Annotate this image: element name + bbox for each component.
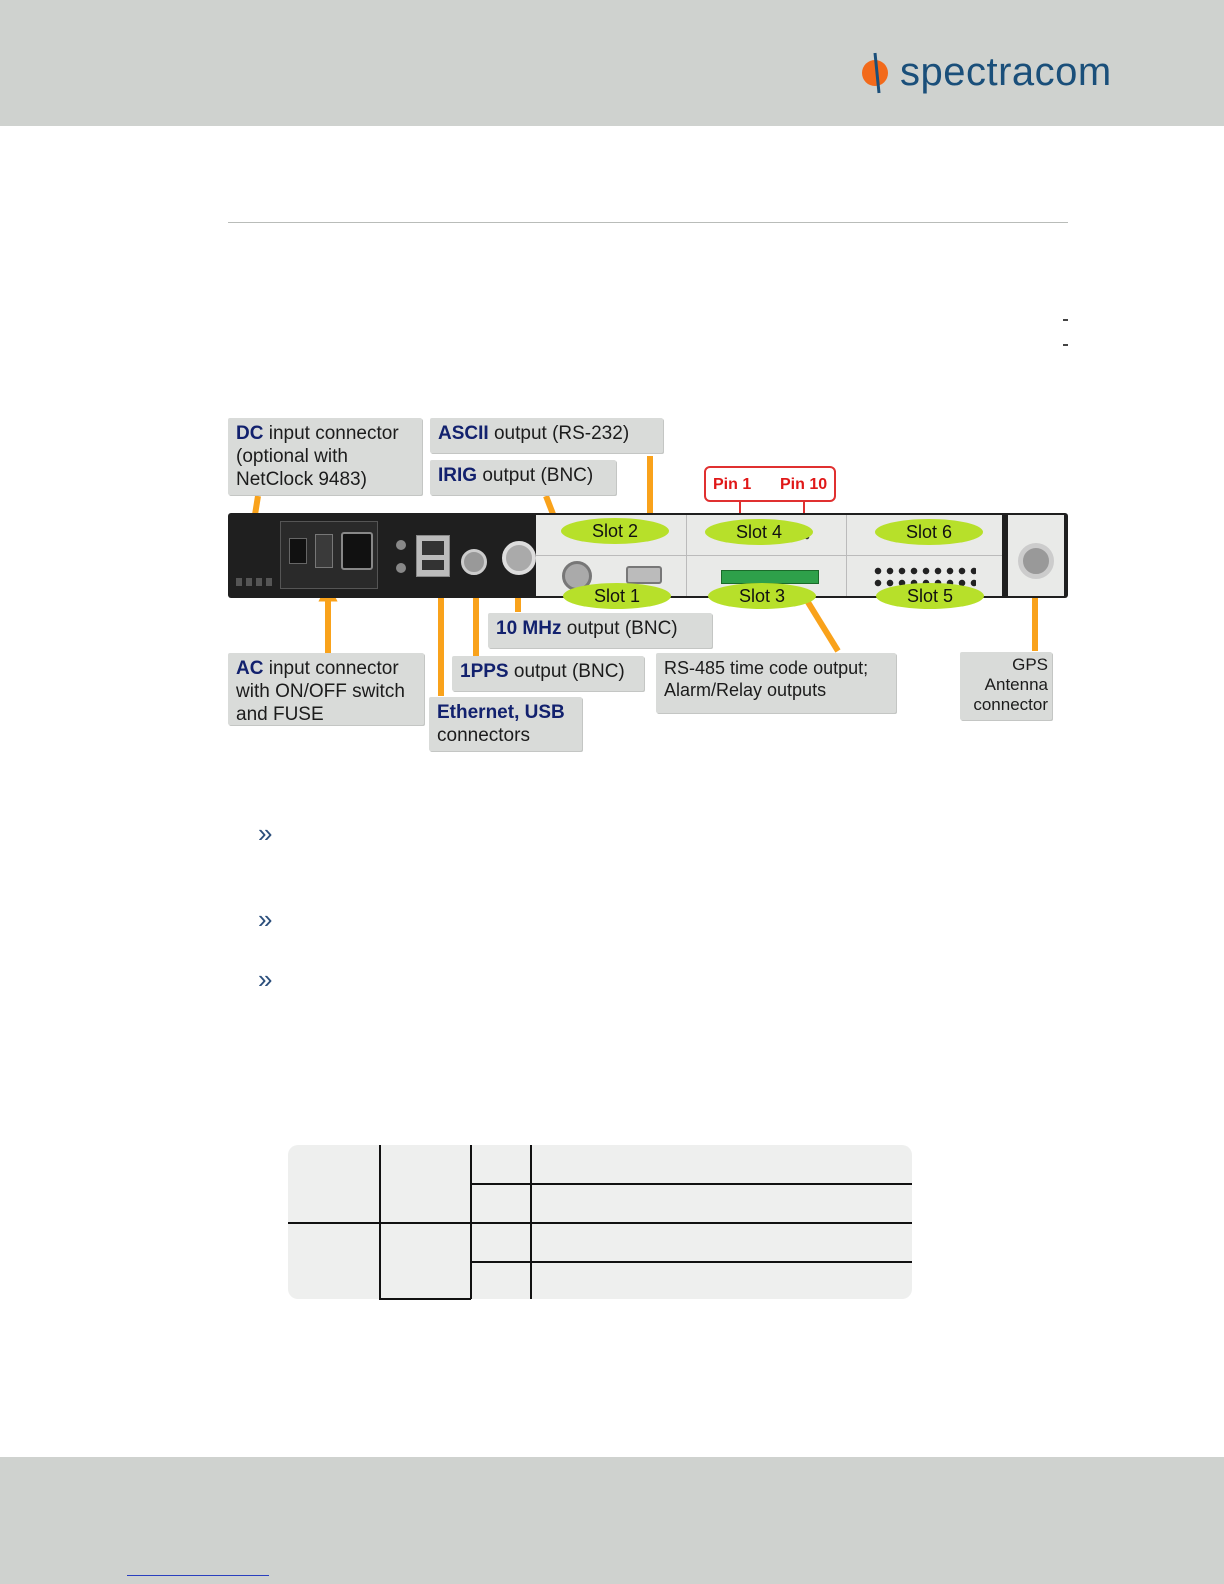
bullet-marker: » <box>258 904 272 935</box>
chassis-rear-panel: Slot 2 Slot 4 Slot 6 Slot 1 Slot 3 Slot … <box>228 513 1068 598</box>
pin-1-label: Pin 1 <box>713 476 751 494</box>
spectracom-logo-icon <box>860 51 894 95</box>
bnc-10mhz <box>502 541 536 575</box>
rear-panel-figure: Slot 2 Slot 4 Slot 6 Slot 1 Slot 3 Slot … <box>228 418 1068 758</box>
spectracom-logo: spectracom <box>860 50 1112 95</box>
callout-1pps-output: 1PPS output (BNC) <box>452 656 644 691</box>
callout-10mhz-output: 10 MHz output (BNC) <box>488 613 712 648</box>
vent-holes <box>236 578 276 586</box>
fuse-holder <box>315 534 333 568</box>
section-divider <box>228 222 1068 223</box>
slot-5-label: Slot 5 <box>876 583 984 609</box>
callout-dc-input: DC input connector (optional with NetClo… <box>228 418 422 495</box>
bullet-marker: » <box>258 964 272 995</box>
ac-power-module <box>280 521 378 589</box>
bnc-1pps <box>461 549 487 575</box>
text-mark <box>1063 319 1068 321</box>
screw <box>396 563 406 573</box>
slot-3-label: Slot 3 <box>708 583 816 609</box>
page-header: spectracom <box>0 0 1224 126</box>
slot-6-label: Slot 6 <box>875 519 983 545</box>
table-rule <box>288 1222 912 1224</box>
page-footer <box>0 1457 1224 1584</box>
ethernet-usb-ports <box>416 535 450 577</box>
text-mark <box>1063 344 1068 346</box>
callout-irig-output: IRIG output (BNC) <box>430 460 616 495</box>
pin-10-label: Pin 10 <box>780 476 827 494</box>
table-rule <box>470 1183 912 1185</box>
power-switch <box>289 538 307 564</box>
callout-gps-antenna: GPS Antenna connector <box>960 652 1052 720</box>
terminal-block <box>721 570 819 584</box>
slot-1-label: Slot 1 <box>563 583 671 609</box>
callout-ac-input: AC input connector with ON/OFF switch an… <box>228 653 424 725</box>
gps-panel <box>1008 515 1064 596</box>
logo-text: spectracom <box>900 50 1112 95</box>
table-rule <box>470 1261 912 1263</box>
table-rule <box>379 1298 471 1300</box>
slot-2-label: Slot 2 <box>561 518 669 544</box>
screw <box>396 540 406 550</box>
db9-ascii <box>626 566 662 584</box>
callout-ascii-output: ASCII output (RS-232) <box>430 418 663 453</box>
gps-antenna-connector <box>1018 543 1054 579</box>
pin-callout: Pin 1 Pin 10 <box>704 466 836 502</box>
iec-socket <box>341 532 373 570</box>
callout-ethernet-usb: Ethernet, USB connectors <box>429 697 582 751</box>
bullet-marker: » <box>258 818 272 849</box>
callout-rs485-output: RS-485 time code output; Alarm/Relay out… <box>656 653 896 713</box>
slot-4-label: Slot 4 <box>705 519 813 545</box>
footer-link[interactable] <box>127 1575 269 1577</box>
